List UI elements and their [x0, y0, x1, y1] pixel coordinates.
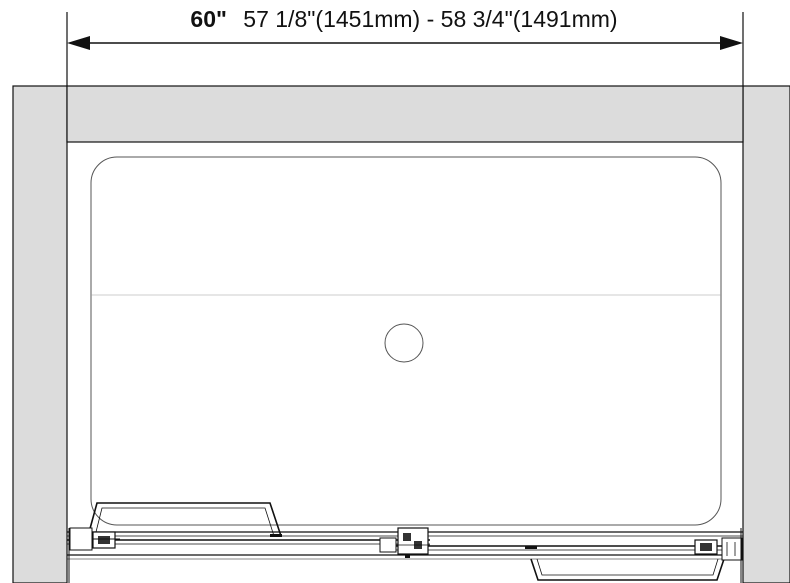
tub-basin [90, 156, 722, 526]
center-guide-bracket [379, 527, 430, 558]
drain-icon [384, 323, 424, 363]
rail-stopper [525, 546, 537, 549]
rail-stopper [270, 534, 282, 537]
left-roller-bracket [69, 527, 120, 551]
nominal-width: 60" [190, 6, 227, 32]
outer-door-handle [530, 558, 725, 581]
dimension-arrow [67, 36, 743, 50]
right-roller-bracket [694, 537, 743, 561]
width-range: 57 1/8"(1451mm) - 58 3/4"(1491mm) [243, 6, 618, 32]
inner-door-handle [87, 502, 282, 537]
right-wall [742, 85, 790, 583]
width-dimension-label: 60" 57 1/8"(1451mm) - 58 3/4"(1491mm) [0, 6, 790, 33]
back-wall [66, 85, 744, 143]
left-wall [12, 85, 68, 583]
